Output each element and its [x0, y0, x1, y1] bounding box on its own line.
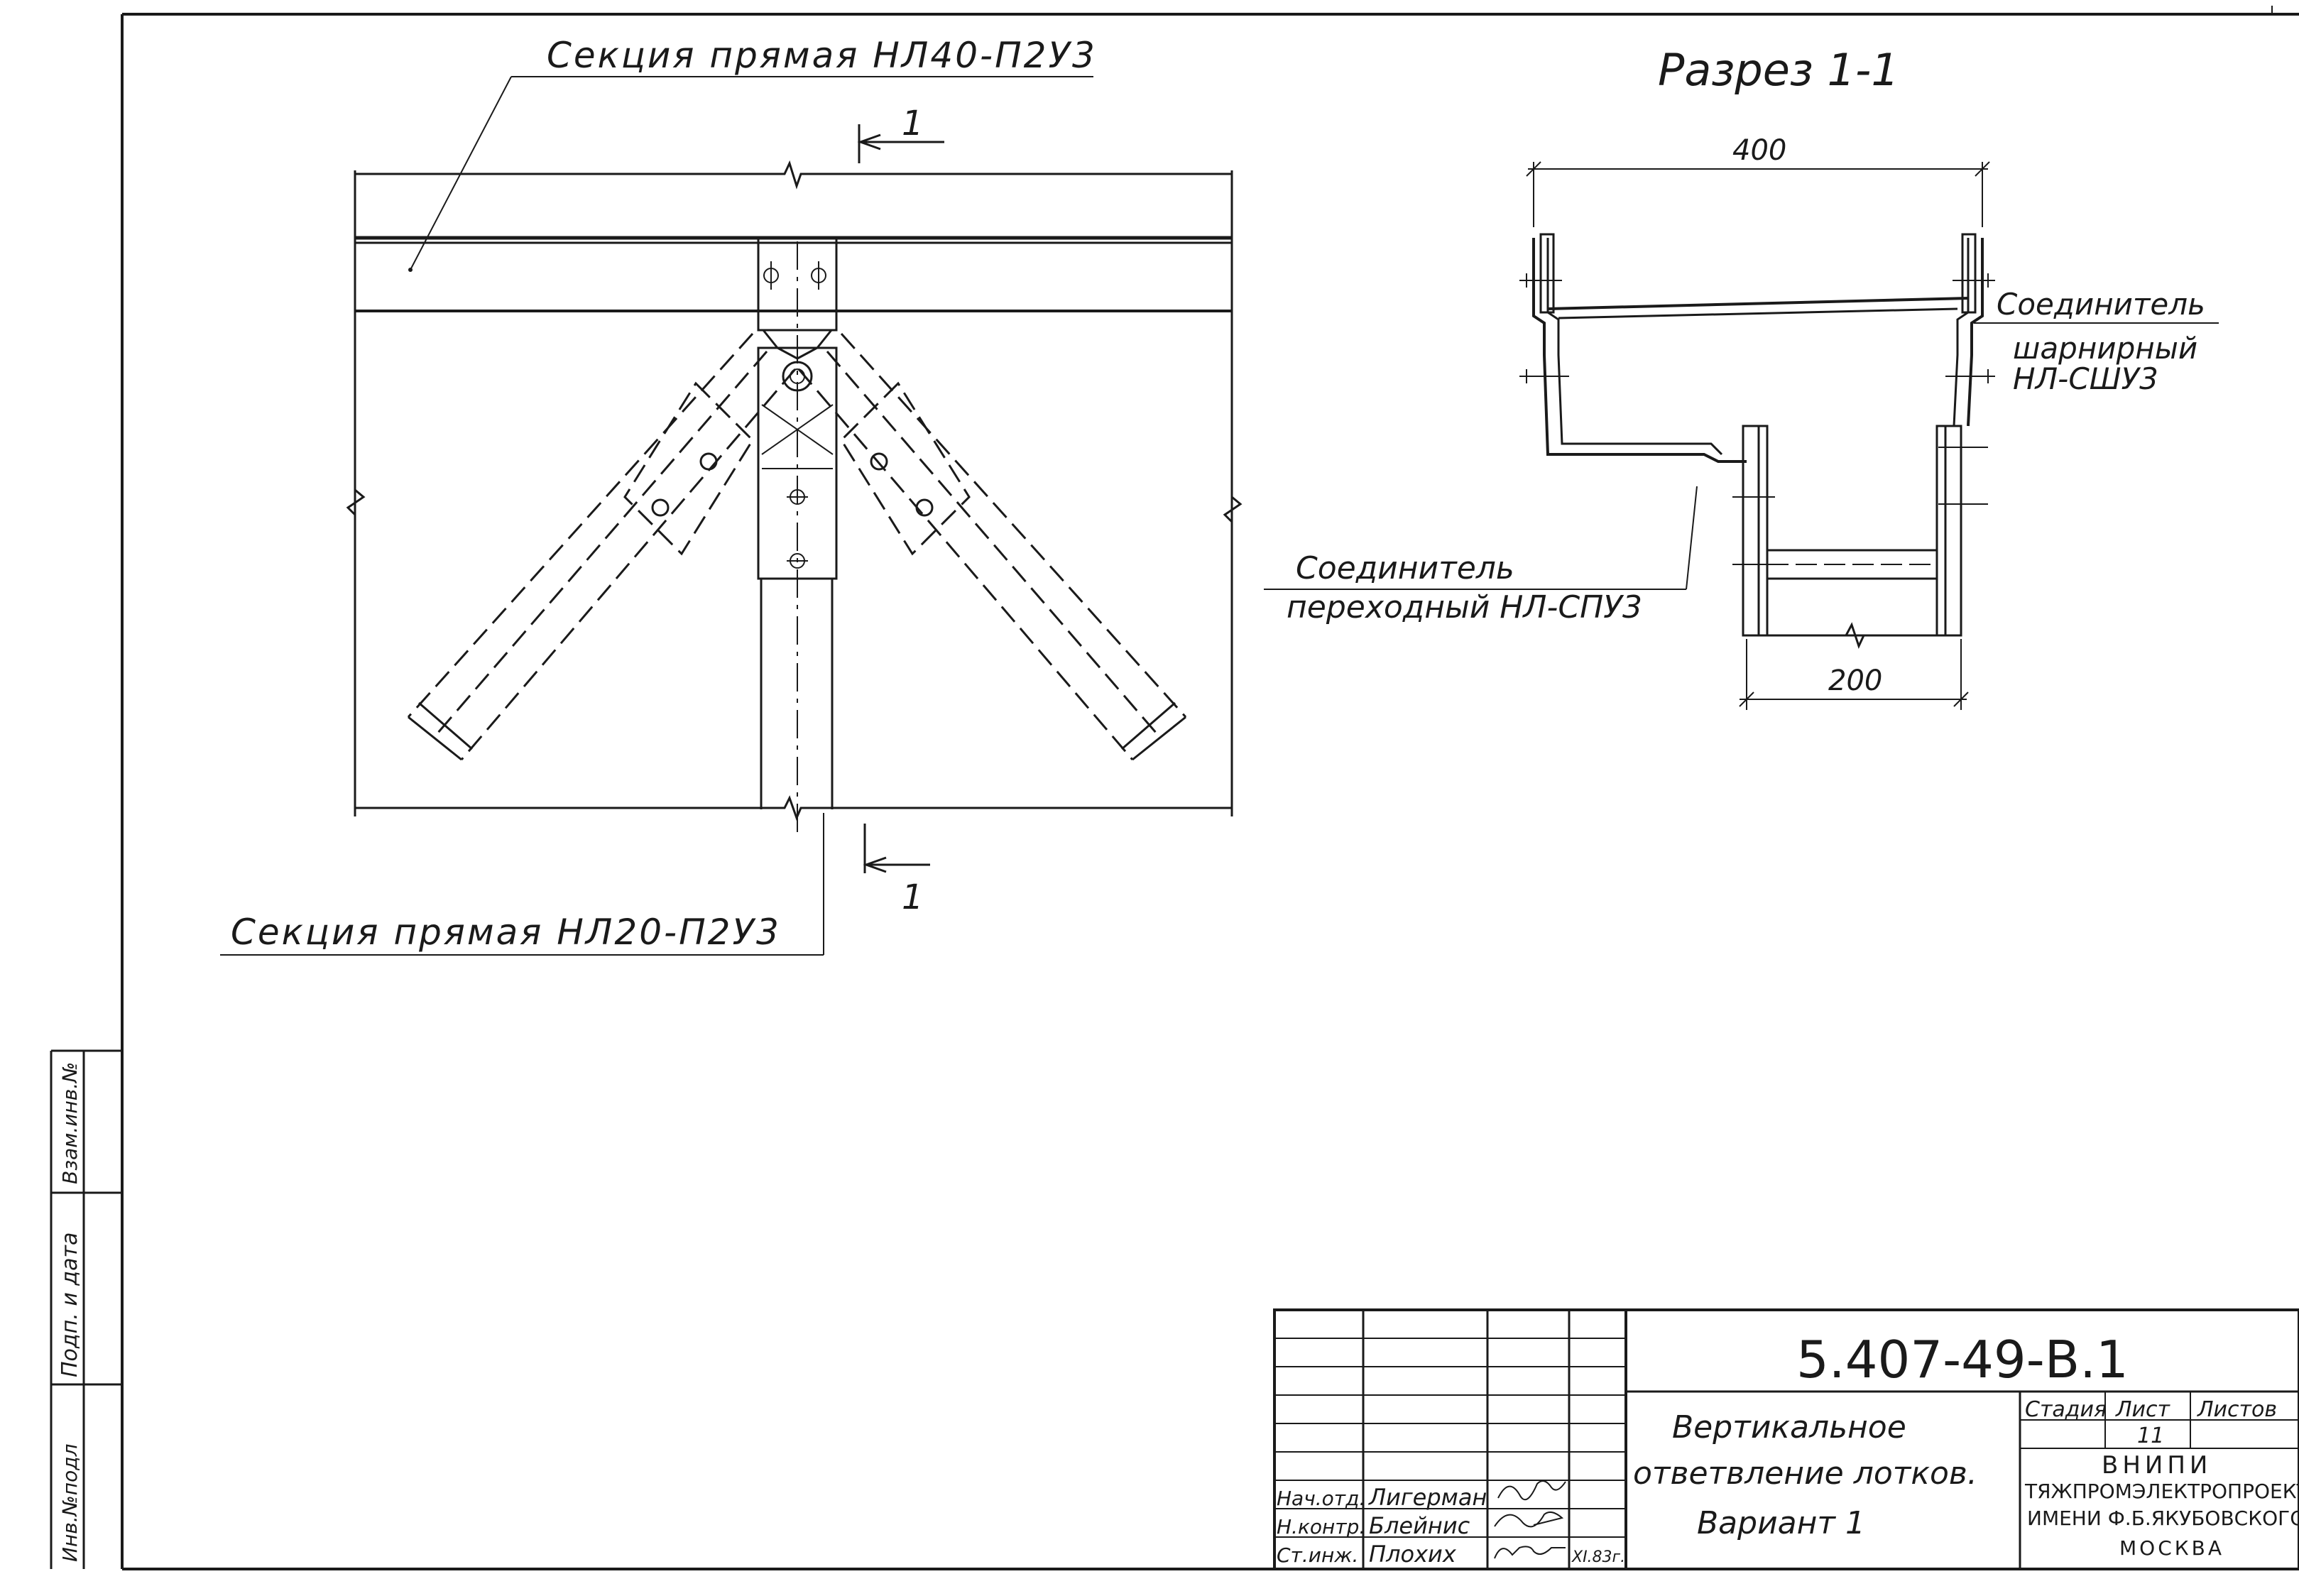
signature-2 [1494, 1511, 1564, 1528]
name-head: Лигерман [1368, 1484, 1487, 1511]
org-line-1: ВНИПИ [2102, 1451, 2212, 1480]
signature-1 [1497, 1480, 1566, 1501]
section-mark-bottom: 1 [902, 878, 924, 917]
label-hinge-3: НЛ-СШУ3 [2013, 361, 2158, 396]
name-engineer: Плохих [1369, 1541, 1457, 1568]
label-section-bottom: Секция прямая НЛ20-П2У3 [231, 912, 781, 953]
hdr-sheet: Лист [2115, 1397, 2171, 1422]
label-transition-1: Соединитель [1296, 550, 1514, 586]
name-control: Блейнис [1369, 1512, 1470, 1539]
doc-desc-1: Вертикальное [1672, 1409, 1906, 1445]
org-line-2: ТЯЖПРОМЭЛЕКТРОПРОЕКТ [2024, 1480, 2299, 1503]
doc-code: 5.407-49-В.1 [1796, 1330, 2129, 1389]
section-view: Разрез 1-1 400 [1264, 44, 2219, 710]
org-line-4: МОСКВА [2119, 1536, 2224, 1560]
hdr-stage: Стадия [2025, 1397, 2107, 1422]
title-block: 5.407-49-В.1 Вертикальное ответвление ло… [1273, 1308, 2299, 1570]
sheet-number: 11 [2137, 1423, 2164, 1448]
doc-desc-2: ответвление лотков. [1633, 1455, 1977, 1492]
side-field-sign: Подп. и дата [58, 1232, 82, 1377]
issue-date: XI.83г. [1571, 1548, 1625, 1566]
side-field-replace: Взам.инв.№ [58, 1062, 82, 1184]
side-strip: Инв.№подл Подп. и дата Взам.инв.№ [50, 1049, 122, 1569]
label-section-top: Секция прямая НЛ40-П2У3 [547, 35, 1097, 76]
label-hinge-1: Соединитель [1997, 287, 2205, 322]
doc-desc-3: Вариант 1 [1697, 1505, 1865, 1541]
section-title: Разрез 1-1 [1658, 44, 1899, 96]
label-hinge-2: шарнирный [2013, 331, 2197, 366]
role-control: Н.контр. [1277, 1515, 1365, 1538]
section-mark-top: 1 [902, 104, 924, 143]
role-engineer: Ст.инж. [1277, 1543, 1358, 1567]
dim-200: 200 [1828, 665, 1882, 697]
plan-view: 1 1 Секция прямая НЛ40-П2У3 Секция пряма… [220, 35, 1243, 956]
org-line-3: ИМЕНИ Ф.Б.ЯКУБОВСКОГО [2027, 1507, 2299, 1530]
hdr-sheets: Листов [2197, 1397, 2277, 1422]
role-head: Нач.отд. [1277, 1487, 1365, 1510]
side-field-inv: Инв.№подл [58, 1443, 82, 1562]
dim-400: 400 [1732, 134, 1786, 167]
signature-3 [1494, 1546, 1566, 1559]
label-transition-2: переходный НЛ-СПУ3 [1287, 589, 1642, 625]
